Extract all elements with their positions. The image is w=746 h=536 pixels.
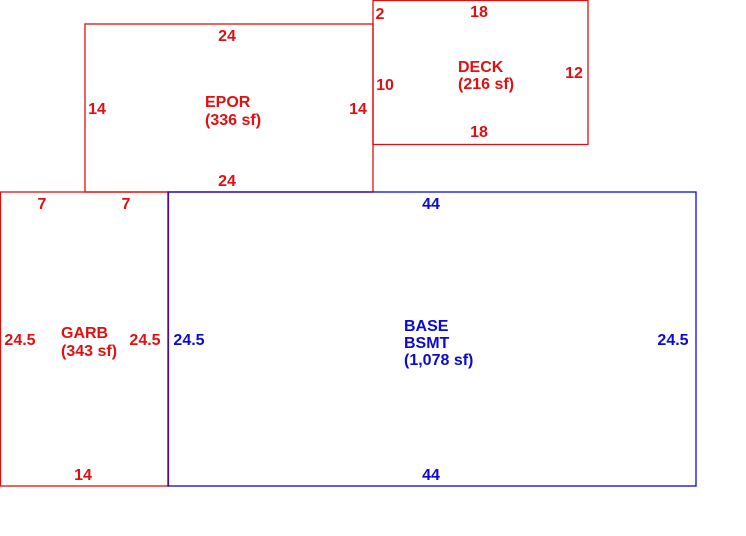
deck-offset-dim: 2 <box>376 6 385 23</box>
base-outline <box>167 191 697 487</box>
base-area: (1,078 sf) <box>404 352 473 369</box>
base-top-dim: 44 <box>422 196 440 213</box>
garb-area: (343 sf) <box>61 343 117 360</box>
deck-name: DECK <box>458 59 504 76</box>
deck-area: (216 sf) <box>458 76 514 93</box>
garb-bottom-dim: 14 <box>74 467 92 484</box>
base-bottom-dim: 44 <box>422 467 440 484</box>
base-left-dim: 24.5 <box>173 332 204 349</box>
garb-name: GARB <box>61 325 108 342</box>
epor-area: (336 sf) <box>205 112 261 129</box>
base-name-line2: BSMT <box>404 335 450 352</box>
deck-right-dim: 12 <box>565 65 583 82</box>
deck-bottom-dim: 18 <box>470 124 488 141</box>
epor-bottom-dim: 24 <box>218 173 236 190</box>
base-name-line1: BASE <box>404 318 449 335</box>
garb-left-dim: 24.5 <box>4 332 35 349</box>
epor-top-dim: 24 <box>218 28 236 45</box>
deck-left-dim: 10 <box>376 77 394 94</box>
epor-left-dim: 14 <box>88 101 106 118</box>
epor-name: EPOR <box>205 94 251 111</box>
garb-right-dim: 24.5 <box>129 332 160 349</box>
base-right-dim: 24.5 <box>657 332 688 349</box>
deck-top-dim: 18 <box>470 4 488 21</box>
deck-outline <box>372 0 589 146</box>
garb-top-right-dim: 7 <box>122 196 131 213</box>
epor-right-dim: 14 <box>349 101 367 118</box>
garb-top-left-dim: 7 <box>38 196 47 213</box>
